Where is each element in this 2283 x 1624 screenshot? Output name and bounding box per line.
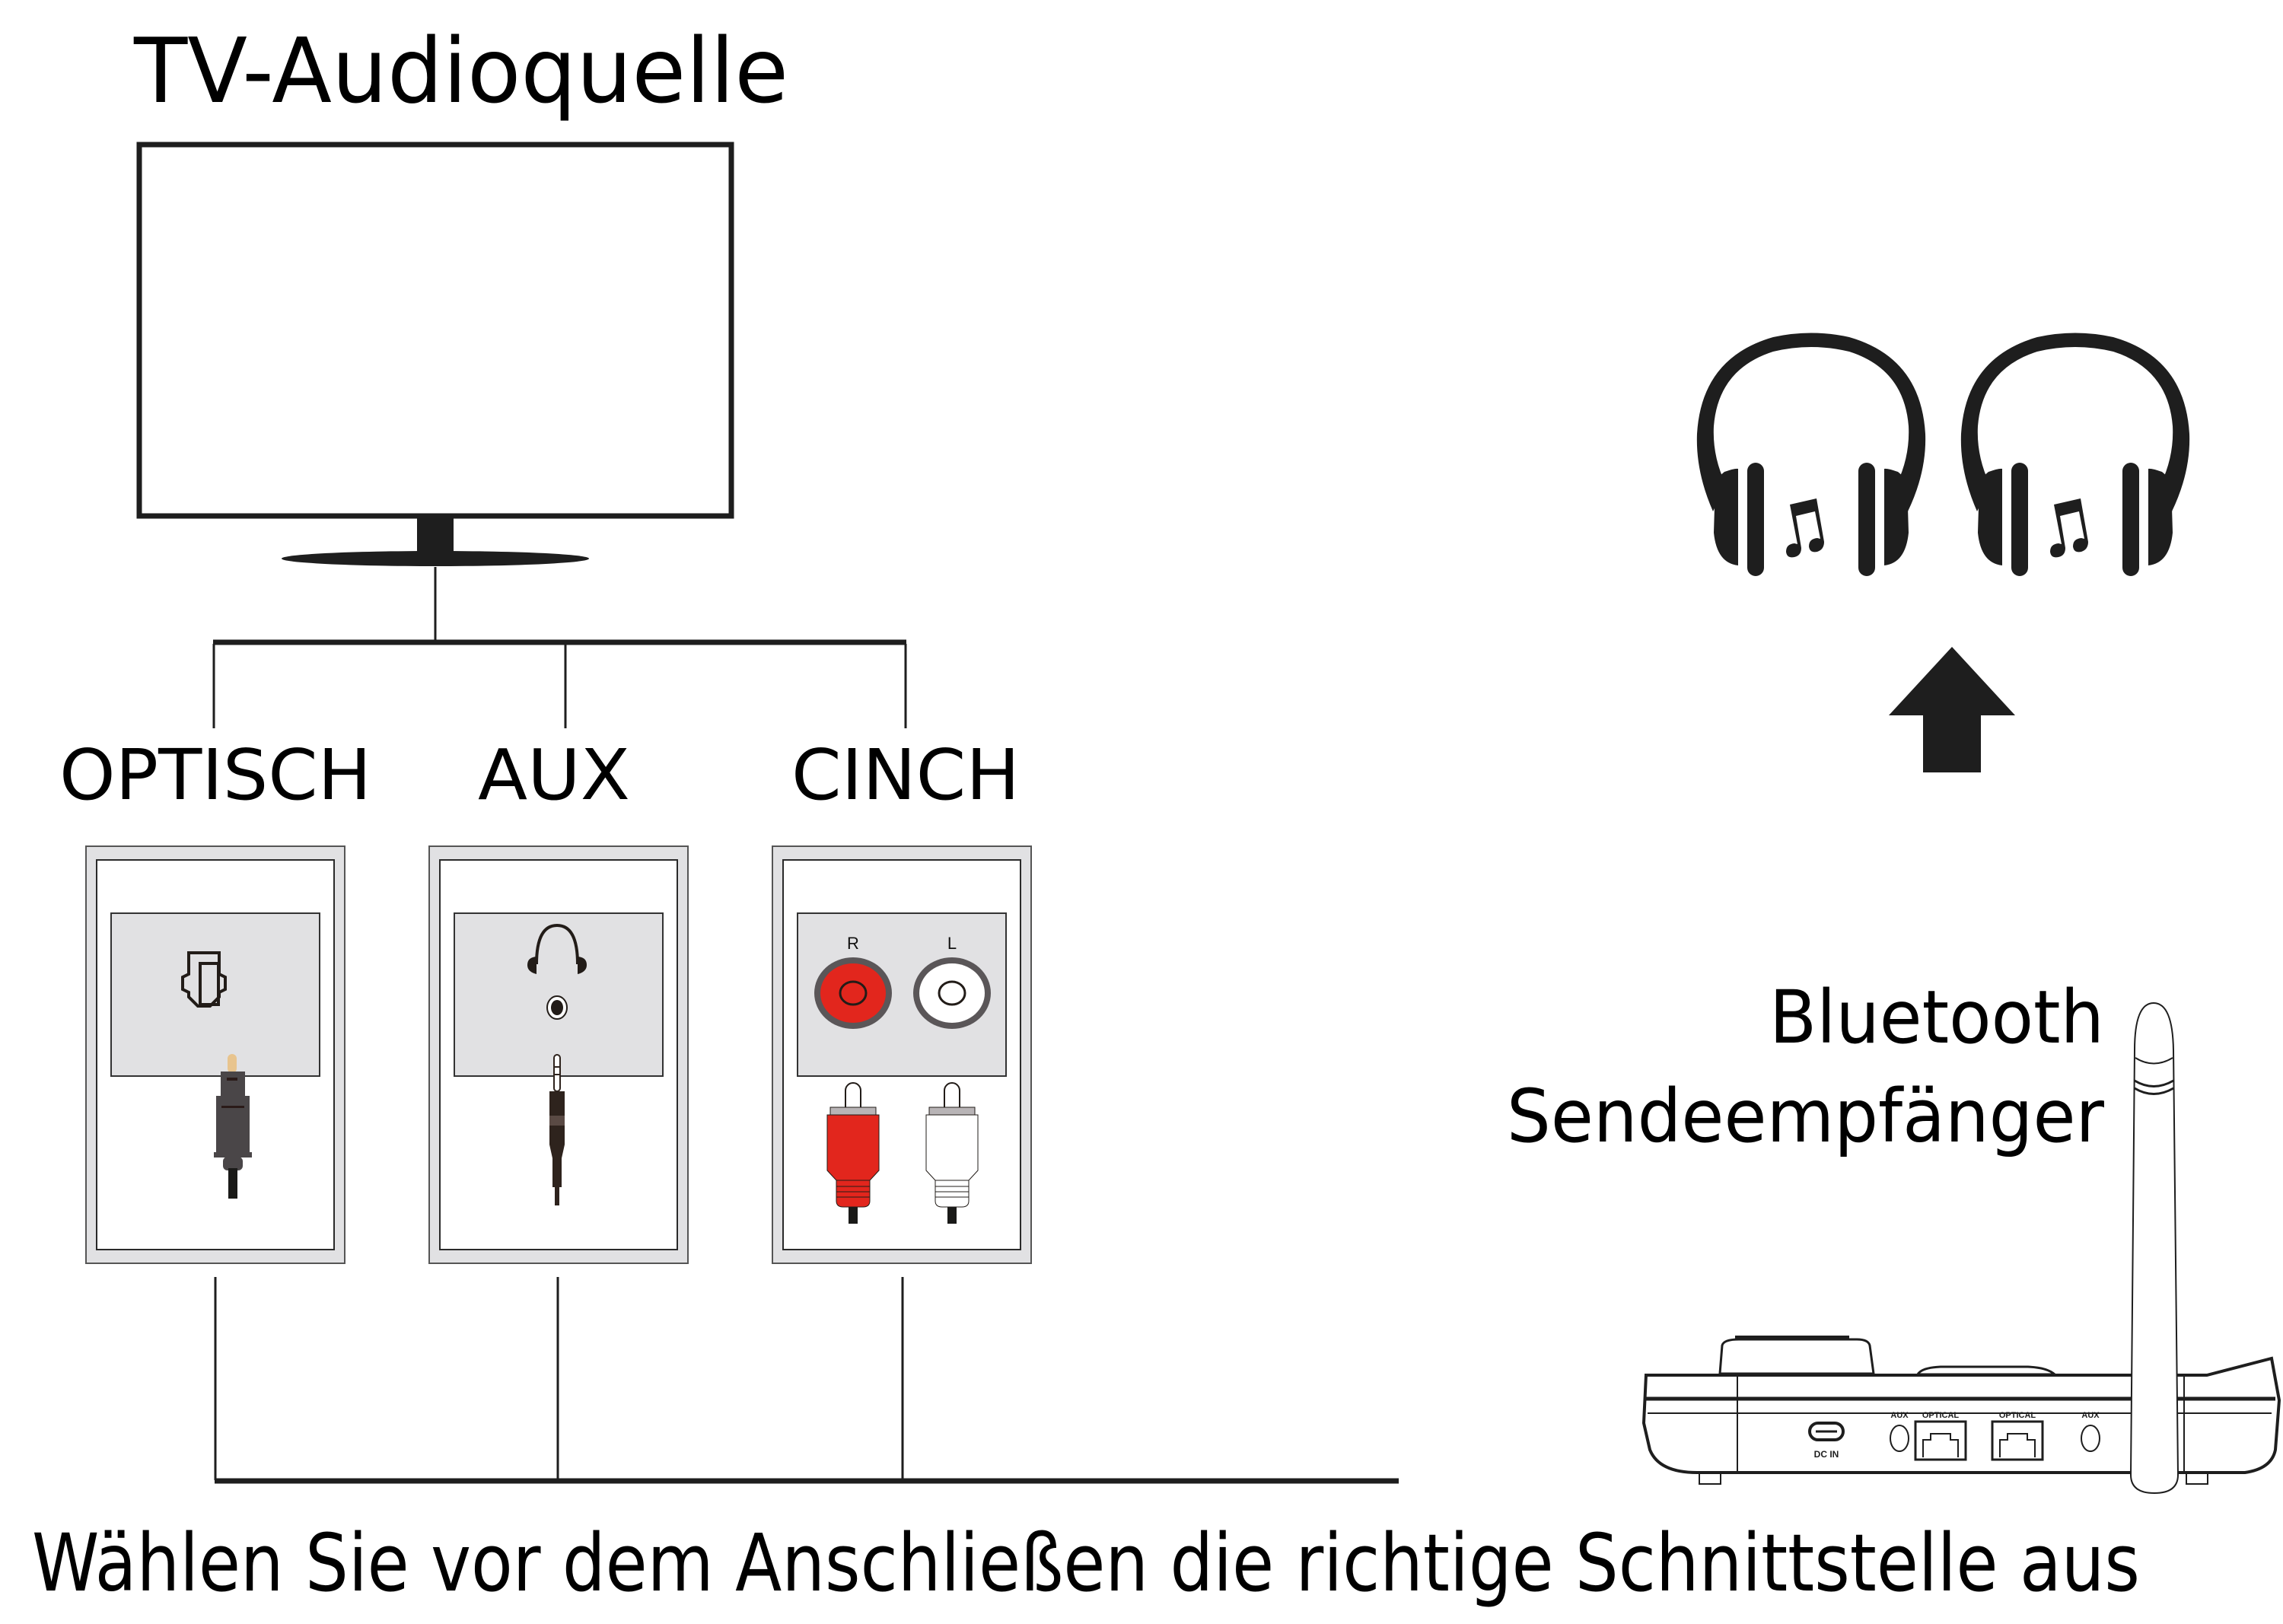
port-label-optical-2: OPTICAL — [1999, 1411, 2036, 1420]
bluetooth-transceiver-device[interactable]: DC IN AUX OPTICAL OPTICAL AUX — [1641, 1336, 2281, 1485]
aux-plug-icon — [549, 1054, 565, 1205]
port-label-aux-1: AUX — [1890, 1411, 1909, 1420]
headphone-jack-icon — [527, 923, 587, 1020]
panel-optical[interactable] — [85, 845, 345, 1264]
bus-lines — [214, 1277, 1399, 1484]
label-aux: AUX — [478, 734, 630, 816]
panel-cinch[interactable]: R L — [772, 845, 1032, 1264]
port-label-dc-in: DC IN — [1814, 1449, 1839, 1460]
device-label-line1: Bluetooth — [1769, 975, 2104, 1060]
instruction-caption: Wählen Sie vor dem Anschließen die richt… — [32, 1517, 2140, 1610]
page-title: TV-Audioquelle — [133, 18, 788, 123]
antenna-icon — [2129, 1001, 2180, 1495]
device-label-line2: Sendeempfänger — [1507, 1074, 2105, 1159]
optical-plug-icon — [214, 1054, 252, 1199]
channel-label-l: L — [947, 934, 957, 953]
headphones-music-icon — [1696, 333, 1926, 576]
connection-tree — [212, 567, 907, 728]
port-label-aux-2: AUX — [2081, 1411, 2100, 1420]
label-cinch: CINCH — [791, 734, 1020, 816]
channel-label-r: R — [847, 934, 859, 953]
rca-plug-white-icon — [925, 1082, 979, 1224]
panel-aux[interactable] — [428, 845, 689, 1264]
label-optical: OPTISCH — [59, 734, 371, 816]
optical-port-icon — [181, 951, 227, 1008]
tv-icon — [136, 142, 734, 566]
rca-port-l-icon — [913, 957, 991, 1029]
port-label-optical-1: OPTICAL — [1922, 1411, 1960, 1420]
rca-port-r-icon — [814, 957, 892, 1029]
arrow-up-icon — [1889, 647, 2015, 772]
rca-plug-red-icon — [826, 1082, 880, 1224]
headphones-music-icon-2 — [1960, 333, 2190, 576]
